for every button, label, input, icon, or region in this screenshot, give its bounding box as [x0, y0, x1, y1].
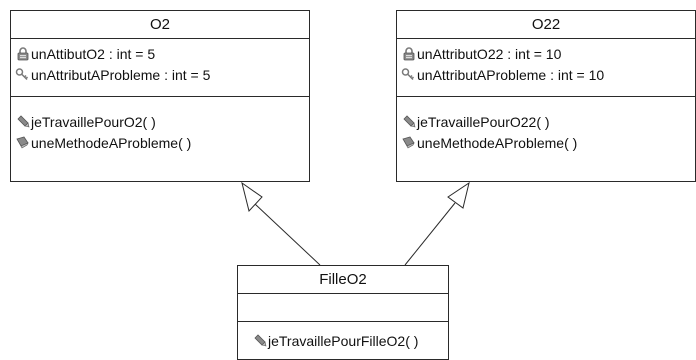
key-icon	[401, 67, 417, 83]
attribute-row[interactable]: unAttributAProbleme : int = 10	[401, 64, 695, 85]
operation-row[interactable]: uneMethodeAProbleme( )	[15, 132, 309, 153]
attribute-text: unAttributAProbleme : int = 5	[31, 66, 211, 83]
operations-compartment: jeTravaillePourO22( ) uneMethodeAProblem…	[397, 97, 695, 157]
operations-compartment: jeTravaillePourFilleO2( )	[238, 322, 448, 355]
operation-text: jeTravaillePourFilleO2( )	[268, 332, 419, 349]
pencil-icon	[15, 114, 31, 130]
attributes-compartment: unAttributO22 : int = 10 unAttributAProb…	[397, 39, 695, 97]
operation-row[interactable]: jeTravaillePourO2( )	[15, 111, 309, 132]
operation-text: uneMethodeAProbleme( )	[31, 134, 192, 151]
attributes-compartment: unAttibutO2 : int = 5 unAttributAProblem…	[11, 39, 309, 97]
class-box-o2[interactable]: O2 unAttibutO2 : int = 5 unAttributAProb…	[10, 10, 310, 182]
attributes-compartment	[238, 294, 448, 322]
operation-text: jeTravaillePourO22( )	[417, 113, 550, 130]
attribute-text: unAttibutO2 : int = 5	[31, 45, 156, 62]
diamond-icon	[401, 135, 417, 151]
attribute-text: unAttributO22 : int = 10	[417, 45, 562, 62]
lock-icon	[15, 46, 31, 62]
operations-compartment: jeTravaillePourO2( ) uneMethodeAProbleme…	[11, 97, 309, 157]
pencil-icon	[252, 333, 268, 349]
generalization-arrowhead-o2	[241, 181, 263, 213]
attribute-row[interactable]: unAttibutO2 : int = 5	[15, 43, 309, 64]
operation-row[interactable]: jeTravaillePourO22( )	[401, 111, 695, 132]
pencil-icon	[401, 114, 417, 130]
attribute-row[interactable]: unAttributO22 : int = 10	[401, 43, 695, 64]
operation-text: jeTravaillePourO2( )	[31, 113, 156, 130]
operation-text: uneMethodeAProbleme( )	[417, 134, 578, 151]
diamond-icon	[15, 135, 31, 151]
class-box-o22[interactable]: O22 unAttributO22 : int = 10 unAttributA…	[396, 10, 696, 182]
generalization-line-o22	[404, 202, 456, 266]
class-box-filleo2[interactable]: FilleO2 jeTravaillePourFilleO2( )	[237, 265, 449, 360]
class-name: FilleO2	[238, 266, 448, 294]
class-name: O22	[397, 11, 695, 39]
operation-row[interactable]: jeTravaillePourFilleO2( )	[252, 330, 448, 351]
generalization-line-o2	[254, 203, 321, 266]
operation-row[interactable]: uneMethodeAProbleme( )	[401, 132, 695, 153]
lock-icon	[401, 46, 417, 62]
attribute-row[interactable]: unAttributAProbleme : int = 5	[15, 64, 309, 85]
key-icon	[15, 67, 31, 83]
attribute-text: unAttributAProbleme : int = 10	[417, 66, 605, 83]
generalization-arrowhead-o22	[447, 181, 470, 209]
class-name: O2	[11, 11, 309, 39]
